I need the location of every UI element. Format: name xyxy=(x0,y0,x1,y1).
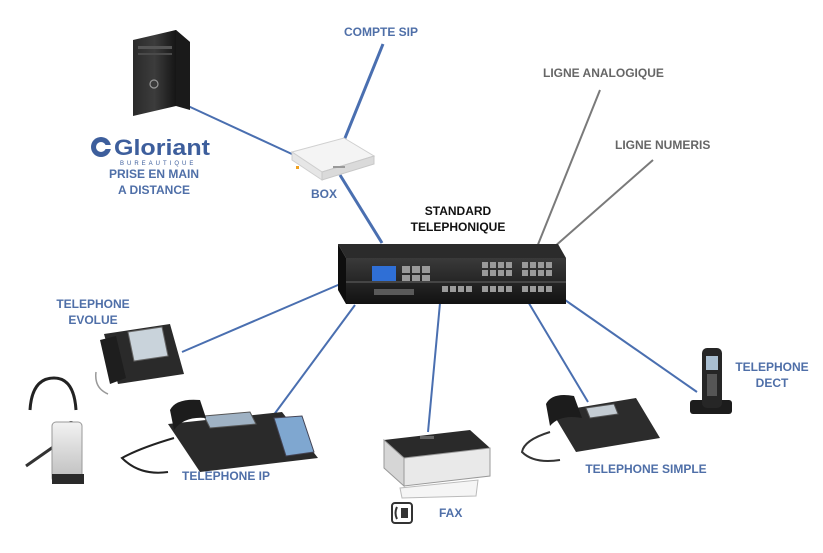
telephone-dect-label-1: TELEPHONE xyxy=(735,360,808,374)
box-label: BOX xyxy=(311,187,337,201)
ligne-numeris-label: LIGNE NUMERIS xyxy=(615,138,710,152)
link-fax xyxy=(427,302,441,433)
telephone-simple-label: TELEPHONE SIMPLE xyxy=(585,462,706,476)
standard-label: STANDARD xyxy=(425,204,492,218)
link-evolue xyxy=(181,281,346,353)
link-box-pbx xyxy=(338,174,384,244)
telephone-evolue-label-1: TELEPHONE xyxy=(56,297,129,311)
fax-icon xyxy=(391,502,413,524)
link-pc-box xyxy=(187,105,295,156)
link-numeris xyxy=(544,159,654,256)
gloriant-logo: Gloriant BUREAUTIQUE xyxy=(91,135,211,167)
ligne-analogique-label: LIGNE ANALOGIQUE xyxy=(543,66,664,80)
logo-tagline: BUREAUTIQUE xyxy=(120,161,196,167)
link-ip xyxy=(269,304,356,421)
phone-evolue-icon xyxy=(95,324,184,395)
a-distance-label: A DISTANCE xyxy=(118,183,190,197)
dect-phone-icon xyxy=(690,348,732,414)
compte-sip-label: COMPTE SIP xyxy=(344,25,418,39)
prise-en-main-label: PRISE EN MAIN xyxy=(109,167,199,181)
logo-brand: Gloriant xyxy=(114,135,211,160)
headset-icon xyxy=(25,376,84,484)
printer-icon xyxy=(383,430,491,499)
telephone-dect-label-2: DECT xyxy=(756,376,789,390)
phone-ip-icon xyxy=(120,399,318,474)
connection-lines xyxy=(181,43,698,433)
link-sip-box xyxy=(341,43,385,144)
pbx-icon xyxy=(338,244,566,304)
phone-simple-icon xyxy=(520,395,660,462)
telephone-evolue-label-2: EVOLUE xyxy=(68,313,117,327)
telephone-ip-label: TELEPHONE IP xyxy=(182,469,270,483)
link-dect xyxy=(554,292,698,393)
link-analog xyxy=(534,89,601,253)
link-simple xyxy=(526,299,589,403)
box-router-icon xyxy=(290,137,376,181)
fax-label: FAX xyxy=(439,506,462,520)
pc-tower-icon xyxy=(133,30,190,116)
telephonique-label: TELEPHONIQUE xyxy=(411,220,506,234)
